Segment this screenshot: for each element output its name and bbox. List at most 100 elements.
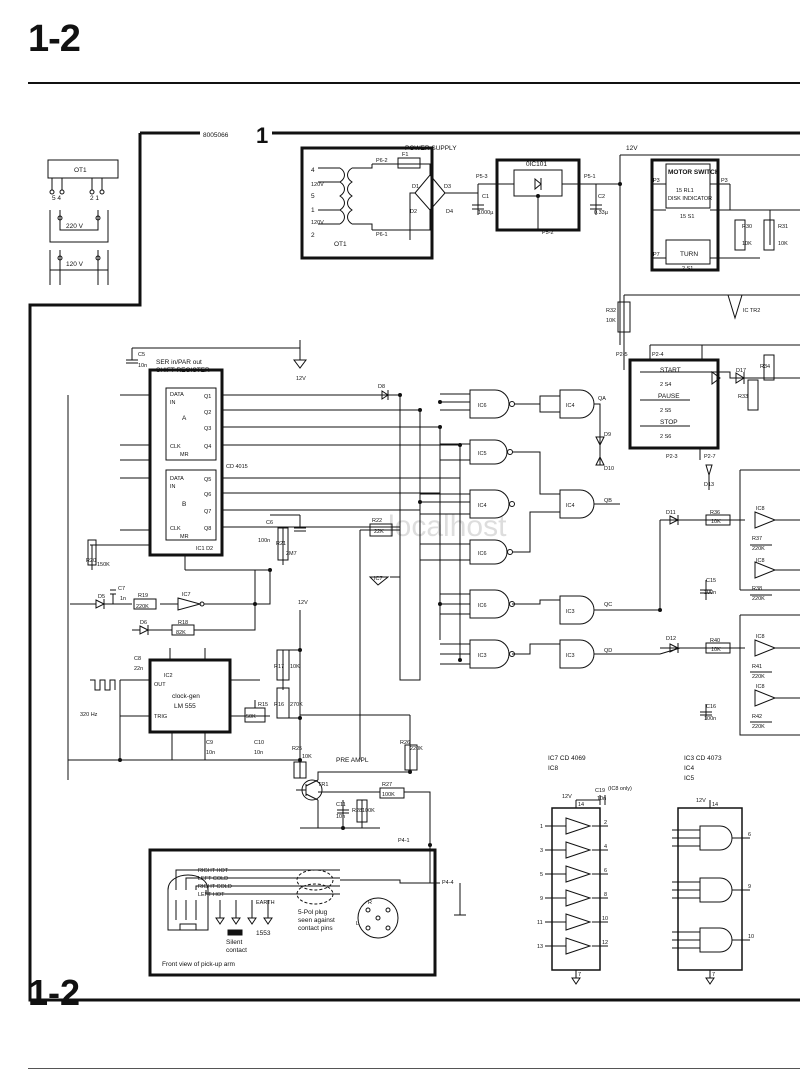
r17-label: R17 [274, 664, 284, 670]
d12-label: D12 [666, 636, 676, 642]
c15-label: C15 [706, 578, 716, 584]
motor-switch-label: MOTOR SWITCH [668, 169, 720, 176]
p5-1-label: P5-1 [584, 174, 596, 180]
and-title: IC3 CD 4073 [684, 755, 722, 762]
tap-2: 5 [311, 193, 315, 200]
p5-2-label: P5-2 [542, 230, 554, 236]
c9-value: 10n [206, 750, 215, 756]
start-label: START [660, 367, 681, 374]
inv-right-pin-3: 8 [604, 892, 607, 898]
r25-value: 10K [302, 754, 312, 760]
p2-4-label: P2-4 [652, 352, 664, 358]
r37-value: 220K [752, 546, 765, 552]
ot1-220v: 220 V [66, 223, 84, 230]
sr-ref: IC1 D2 [196, 546, 213, 552]
sr-q8: Q8 [204, 526, 211, 532]
p4-4-label: P4-4 [442, 880, 454, 886]
gate-label-4: IC6 [478, 551, 487, 557]
r16-label: R16 [274, 702, 284, 708]
turn-ref: 2 S1 [682, 266, 693, 272]
footer-page-number: 1-2 [28, 972, 81, 1013]
sheet-number: 1 [256, 123, 268, 148]
c11-value: 10n [336, 814, 345, 820]
r36-value: 10K [711, 519, 721, 525]
c5-label: C5 [138, 352, 145, 358]
ic8-label-1: IC8 [756, 506, 765, 512]
d10-label: D10 [604, 466, 614, 472]
transformer-label: OT1 [334, 241, 347, 248]
r32-value: 10K [606, 318, 616, 324]
turn-label: TURN [680, 251, 698, 258]
c2-label: C2 [598, 194, 605, 200]
watermark: localhost [388, 510, 507, 543]
d2-label: D2 [410, 209, 417, 215]
inv-pin14: 14 [578, 802, 584, 808]
output-qa: QA [598, 396, 606, 402]
d4-label: D4 [446, 209, 453, 215]
r26-label: R26 [400, 740, 410, 746]
inv-right-pin-5: 12 [602, 940, 608, 946]
inv-left-pin-5: 13 [537, 944, 543, 950]
p2-3-label: P2-3 [666, 454, 678, 460]
r27-value: 100K [382, 792, 395, 798]
r42-label: R42 [752, 714, 762, 720]
and-pin7: 7 [712, 972, 715, 978]
c5-value: 10n [138, 363, 147, 369]
schematic-labels: 8005066 1 OT1 5 4 2 1 220 V 120 V POWER … [52, 123, 788, 978]
sr-section-b: B [182, 501, 186, 508]
inv-sub: IC8 [548, 765, 559, 772]
p7-label: P7 [653, 252, 660, 258]
inv-left-pin-3: 9 [540, 896, 543, 902]
disk-indicator-label: DISK INDICATOR [668, 196, 712, 202]
ot1-120v: 120 V [66, 261, 84, 268]
gate-label-5: IC6 [478, 603, 487, 609]
sr-part: CD 4015 [226, 464, 248, 470]
sr-q3: Q3 [204, 426, 211, 432]
pickup-caption: Front view of pick-up arm [162, 961, 235, 968]
output-qd: QD [604, 648, 612, 654]
wire-left-cold: LEFT COLD [198, 876, 228, 882]
plug-line-1: 5-Pol plug [298, 909, 328, 916]
v12-clock: 12V [298, 600, 308, 606]
motor-switch-ref: 15 RL1 [676, 188, 694, 194]
v12-label: 12V [626, 145, 638, 152]
c8-label: C8 [134, 656, 141, 662]
gate-label-1: IC6 [478, 403, 487, 409]
pickup-arm-block [148, 845, 466, 977]
c16-value: 100n [704, 716, 716, 722]
inv-left-pin-2: 5 [540, 872, 543, 878]
c9-label: C9 [206, 740, 213, 746]
tap-0: 4 [311, 167, 315, 174]
r30-value: 10K [742, 241, 752, 247]
sr-title-2: SHIFT REGISTER [156, 367, 210, 374]
r25-label: R25 [292, 746, 302, 752]
r20-label: R20 [86, 558, 96, 564]
c7-label: C7 [118, 586, 125, 592]
inverter-pinout [545, 795, 608, 985]
c11-label: C11 [336, 802, 346, 808]
p5-3-label: P5-3 [476, 174, 488, 180]
c19-label: C19 [595, 788, 605, 794]
r41-value: 220K [752, 674, 765, 680]
tr1-label: TR1 [318, 782, 328, 788]
plug-r-label: R [368, 900, 372, 906]
gate-label-2: IC5 [478, 451, 487, 457]
c8-value: 22n [134, 666, 143, 672]
control-switches [628, 344, 800, 490]
sr-q6: Q6 [204, 492, 211, 498]
r22-value: 22K [374, 529, 384, 535]
f1-label: F1 [402, 152, 408, 158]
p3-label-left: P3 [653, 178, 660, 184]
d6-label: D6 [140, 620, 147, 626]
inv-left-pin-1: 3 [540, 848, 543, 854]
disk-indicator-ref: 15 S1 [680, 214, 694, 220]
start-ref: 2 S4 [660, 382, 671, 388]
pause-label: PAUSE [658, 393, 680, 400]
stop-ref: 2 S6 [660, 434, 671, 440]
r41-label: R41 [752, 664, 762, 670]
v12-sr: 12V [296, 376, 306, 382]
r32-label: R32 [606, 308, 616, 314]
r34-label: R34 [760, 364, 770, 370]
and-gate-pinout [672, 800, 750, 985]
inv-right-pin-0: 2 [604, 820, 607, 826]
